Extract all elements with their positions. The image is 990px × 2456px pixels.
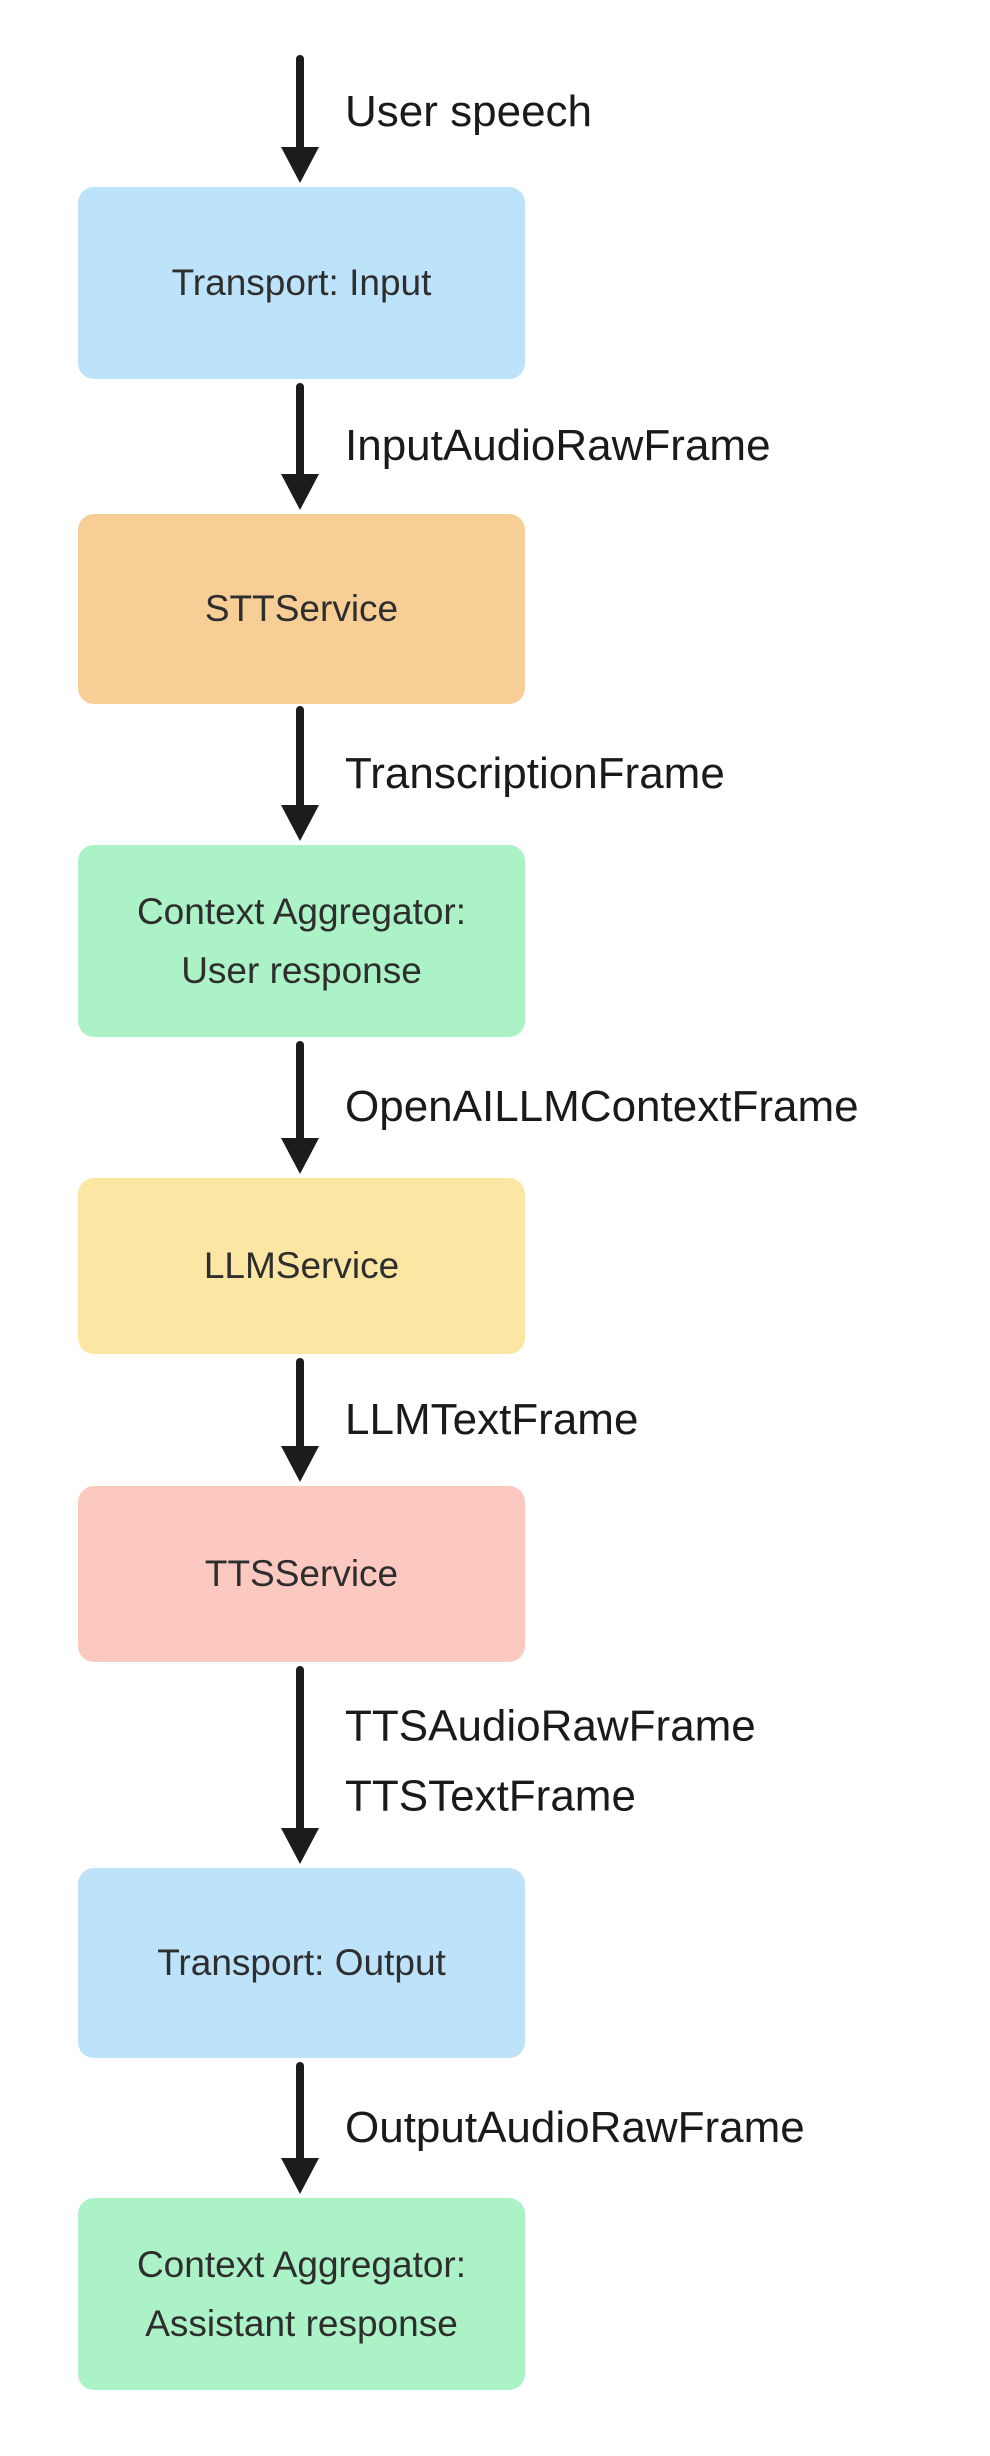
flow-arrow-down-icon: [280, 383, 320, 510]
flow-arrow-down-icon: [280, 1358, 320, 1482]
edge-label-output-audio-raw-frame: OutputAudioRawFrame: [345, 2102, 805, 2152]
arrowhead-icon: [281, 1828, 319, 1864]
arrow-shaft: [296, 1666, 304, 1834]
arrow-shaft: [296, 2062, 304, 2164]
arrow-shaft: [296, 55, 304, 153]
arrow-shaft: [296, 1358, 304, 1452]
arrow-shaft: [296, 1041, 304, 1144]
arrowhead-icon: [281, 805, 319, 841]
edge-label-transcription-frame: TranscriptionFrame: [345, 748, 725, 798]
node-context-aggregator-assistant: Context Aggregator: Assistant response: [78, 2198, 525, 2390]
node-label: Transport: Input: [171, 262, 432, 304]
flow-arrow-down-icon: [280, 55, 320, 183]
node-label: Context Aggregator: User response: [136, 890, 467, 991]
arrowhead-icon: [281, 1138, 319, 1174]
node-label: TTSService: [204, 1553, 399, 1595]
node-label: LLMService: [203, 1245, 400, 1287]
edge-label-openai-llm-context-frame: OpenAILLMContextFrame: [345, 1081, 859, 1131]
arrowhead-icon: [281, 474, 319, 510]
node-transport-input: Transport: Input: [78, 187, 525, 379]
node-tts-service: TTSService: [78, 1486, 525, 1662]
flow-arrow-down-icon: [280, 1041, 320, 1174]
arrowhead-icon: [281, 147, 319, 183]
node-context-aggregator-user: Context Aggregator: User response: [78, 845, 525, 1037]
node-label: Context Aggregator: Assistant response: [136, 2243, 467, 2344]
node-llm-service: LLMService: [78, 1178, 525, 1354]
edge-label-user-speech: User speech: [345, 86, 593, 136]
flow-arrow-down-icon: [280, 706, 320, 841]
arrow-shaft: [296, 383, 304, 480]
arrowhead-icon: [281, 1446, 319, 1482]
edge-label-input-audio-raw-frame: InputAudioRawFrame: [345, 420, 771, 470]
node-transport-output: Transport: Output: [78, 1868, 525, 2058]
node-stt-service: STTService: [78, 514, 525, 704]
flow-arrow-down-icon: [280, 1666, 320, 1864]
node-label: STTService: [204, 588, 399, 630]
arrow-shaft: [296, 706, 304, 811]
edge-label-tts-frames: TTSAudioRawFrame TTSTextFrame: [345, 1701, 756, 1821]
flow-arrow-down-icon: [280, 2062, 320, 2194]
node-label: Transport: Output: [157, 1942, 446, 1984]
edge-label-llm-text-frame: LLMTextFrame: [345, 1394, 639, 1444]
arrowhead-icon: [281, 2158, 319, 2194]
